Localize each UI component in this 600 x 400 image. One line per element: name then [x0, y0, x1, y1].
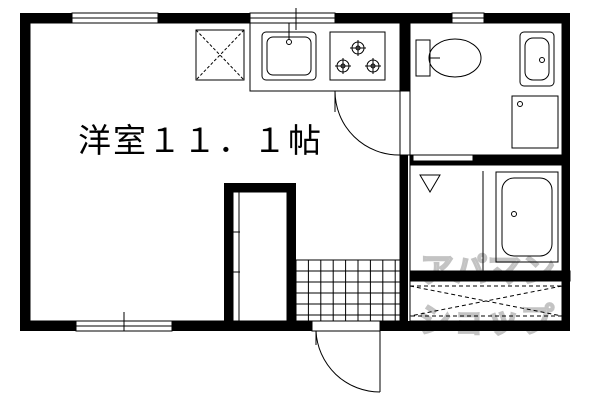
outer-walls: [20, 13, 570, 331]
storage-box: [195, 29, 245, 81]
kitchen-counter: [249, 8, 401, 92]
room-label: 洋室１１．１帖: [78, 121, 323, 160]
bathroom: [409, 164, 571, 282]
entrance-tile-floor: [295, 259, 401, 322]
utility-space: [409, 280, 563, 322]
toilet-room: [409, 22, 563, 166]
room-outline: [29, 22, 401, 322]
entrance-door: [311, 320, 381, 393]
closet: [224, 183, 296, 322]
kitchen-door-swing: [334, 90, 411, 156]
